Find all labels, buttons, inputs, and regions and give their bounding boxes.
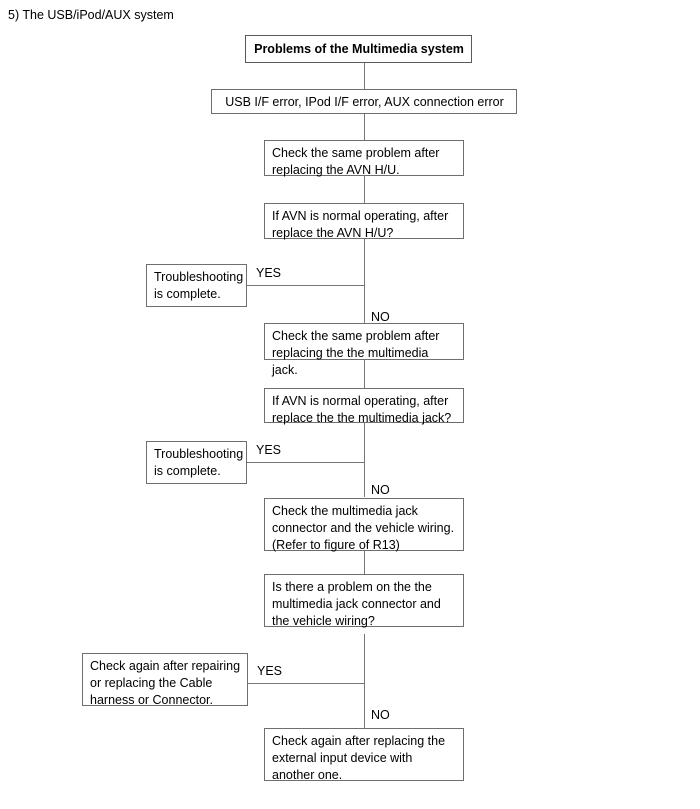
node-repair-cable-harness: Check again after repairing or replacing… [82,653,248,707]
connector-decision-connector-down [364,634,365,728]
node-title-problems: Problems of the Multimedia system [245,35,472,63]
node-line: If AVN is normal operating, after [272,209,449,223]
connector-check-avn-to-decision-avn [364,175,365,203]
node-troubleshooting-complete-1: Troubleshooting is complete. [146,264,247,307]
node-line: Check again after repairing [90,659,241,673]
node-line: (Refer to figure of R13) [272,538,400,552]
connector-decision-avn-down [364,238,365,323]
branch-label-yes-2: YES [256,443,282,457]
node-line: harness or Connector. [90,693,213,707]
connector-yes-3-horizontal [247,683,365,684]
node-line: Check the multimedia jack [272,504,418,518]
node-line: replacing the the multimedia jack. [272,346,429,377]
node-decision-connector-problem: Is there a problem on the the multimedia… [264,574,464,628]
connector-title-to-symptom [364,62,365,90]
node-line: is complete. [154,287,221,301]
node-line: Check again after replacing the [272,734,446,748]
node-line: replacing the AVN H/U. [272,163,400,177]
node-troubleshooting-complete-2: Troubleshooting is complete. [146,441,247,484]
node-line: external input device with [272,751,413,765]
connector-yes-2-horizontal [246,462,365,463]
branch-label-no-3: NO [371,708,390,722]
node-line: another one. [272,768,343,782]
node-check-jack-connector-wiring: Check the multimedia jack connector and … [264,498,464,552]
node-line: Troubleshooting [154,447,244,461]
node-line: is complete. [154,464,221,478]
branch-label-yes-3: YES [257,664,283,678]
node-line: If AVN is normal operating, after [272,394,449,408]
node-replace-external-device: Check again after replacing the external… [264,728,464,782]
node-line: replace the AVN H/U? [272,226,394,240]
node-decision-avn-normal: If AVN is normal operating, after replac… [264,203,464,240]
node-line: Is there a problem on the the [272,580,432,594]
node-line: Troubleshooting [154,270,244,284]
node-line: Check the same problem after [272,329,440,343]
node-line: multimedia jack connector and [272,597,441,611]
node-symptom-errors: USB I/F error, IPod I/F error, AUX conne… [211,89,517,114]
branch-label-yes-1: YES [256,266,282,280]
node-check-multimedia-jack: Check the same problem after replacing t… [264,323,464,377]
branch-label-no-1: NO [371,310,390,324]
node-line: the vehicle wiring? [272,614,375,628]
node-decision-jack-normal: If AVN is normal operating, after replac… [264,388,464,425]
connector-check-jack-to-decision-jack [364,360,365,388]
connector-decision-jack-down [364,422,365,497]
node-line: or replacing the Cable [90,676,213,690]
connector-symptom-to-check-avn [364,113,365,140]
connector-check-connector-to-decision-connector [364,551,365,574]
node-line: replace the the multimedia jack? [272,411,452,425]
connector-yes-1-horizontal [246,285,365,286]
branch-label-no-2: NO [371,483,390,497]
page-title: 5) The USB/iPod/AUX system [8,8,174,22]
node-line: connector and the vehicle wiring. [272,521,455,535]
node-check-avn-hu: Check the same problem after replacing t… [264,140,464,177]
node-line: Check the same problem after [272,146,440,160]
